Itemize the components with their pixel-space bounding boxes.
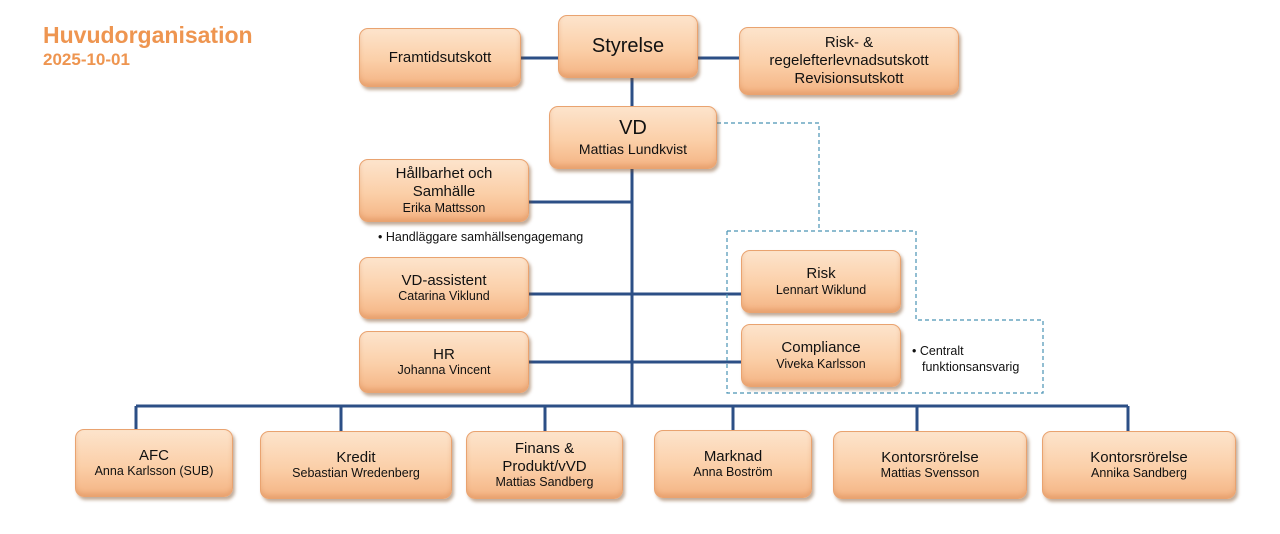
dept-name: Annika Sandberg [1091,466,1187,481]
note-line: funktionsansvarig [922,360,1020,375]
vd-name: Mattias Lundkvist [578,141,688,158]
dept-title: Kontorsrörelse [881,448,979,466]
staff-title: HR [433,345,455,363]
framtidsutskott-label: Framtidsutskott [388,48,492,66]
dept-name: Mattias Svensson [880,466,980,481]
box-risk[interactable]: Risk Lennart Wiklund [741,250,901,313]
dept-title: Produkt/vVD [502,457,587,475]
staff-name: Erika Mattsson [402,200,486,215]
control-title: Risk [806,265,836,283]
staff-title-line: Samhälle [412,183,476,201]
control-name: Lennart Wiklund [775,282,867,297]
dept-title: Kontorsrörelse [1090,448,1188,466]
box-compliance[interactable]: Compliance Viveka Karlsson [741,324,901,387]
box-styrelse[interactable]: Styrelse [558,15,698,78]
compliance-note: • Centralt funktionsansvarig [912,344,1020,375]
hallbarhet-note: • Handläggare samhällsengagemang [378,230,584,244]
note-text: Handläggare samhällsengagemang [385,230,584,244]
box-dept-kontor-1[interactable]: Kontorsrörelse Mattias Svensson [833,431,1027,499]
dept-title: Kredit [336,448,376,466]
note-line: Centralt [919,344,964,358]
styrelse-label: Styrelse [591,34,665,57]
chart-title: Huvudorganisation [43,22,253,48]
box-dept-kredit[interactable]: Kredit Sebastian Wredenberg [260,431,452,499]
box-framtidsutskott[interactable]: Framtidsutskott [359,28,521,87]
box-dept-marknad[interactable]: Marknad Anna Boström [654,430,812,498]
box-vd[interactable]: VD Mattias Lundkvist [549,106,717,169]
dept-title: Marknad [703,447,763,465]
staff-name: Catarina Viklund [398,289,490,304]
dept-title: Finans & [514,439,575,457]
staff-title: VD-assistent [401,271,487,289]
dept-name: Mattias Sandberg [495,475,594,490]
box-vd-assistent[interactable]: VD-assistent Catarina Viklund [359,257,529,319]
dept-name: Anna Boström [693,465,773,480]
box-dept-afc[interactable]: AFC Anna Karlsson (SUB) [75,429,233,497]
box-dept-kontor-2[interactable]: Kontorsrörelse Annika Sandberg [1042,431,1236,499]
vd-title: VD [619,117,647,140]
box-risk-revisionsutskott[interactable]: Risk- & regelefterlevnadsutskott Revisio… [739,27,959,95]
committee-line-2: regelefterlevnadsutskott [769,52,929,70]
dept-title: AFC [139,446,169,464]
dashed-control-group [726,230,1044,394]
chart-date: 2025-10-01 [43,50,130,69]
staff-title-line: Hållbarhet och [395,165,493,183]
committee-line-3: Revisionsutskott [794,69,904,87]
committee-line-1: Risk- & [824,34,874,52]
dept-name: Sebastian Wredenberg [292,466,420,481]
dept-name: Anna Karlsson (SUB) [94,464,214,479]
box-hallbarhet[interactable]: Hållbarhet och Samhälle Erika Mattsson [359,159,529,222]
staff-name: Johanna Vincent [397,363,491,378]
control-title: Compliance [781,339,861,357]
control-name: Viveka Karlsson [776,356,866,371]
dashed-vd-control [717,122,820,231]
box-hr[interactable]: HR Johanna Vincent [359,331,529,393]
box-dept-finans[interactable]: Finans & Produkt/vVD Mattias Sandberg [466,431,623,499]
